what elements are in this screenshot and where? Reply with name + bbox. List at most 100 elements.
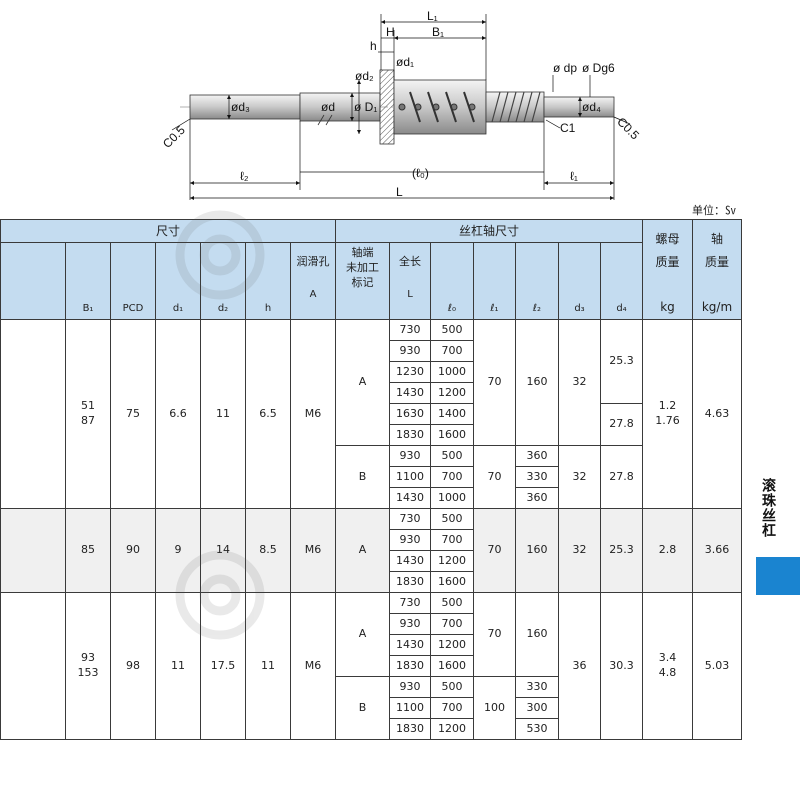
table-row: 1100 700 300: [1, 697, 742, 720]
cell-lube: M6: [290, 319, 336, 510]
table-row: 930 700: [1, 613, 742, 636]
cell-PCD: 90: [110, 508, 156, 594]
size-group-header: 尺寸: [0, 218, 336, 244]
cell-L: 1430: [389, 550, 431, 573]
table-row: 1630 1400 27.8: [1, 403, 742, 447]
dim-d2-label: ød₂: [355, 69, 374, 83]
cell-d3: 36: [558, 592, 601, 741]
table-row: 85 90 9 14 8.5 M6 A 730 500 70 160 32 25…: [0, 508, 742, 594]
cell-L: 1830: [389, 718, 431, 741]
cell-l2: 360: [515, 445, 559, 468]
cell-d4: 25.3: [600, 319, 643, 405]
cell-l0: 1600: [430, 424, 474, 447]
cell-L: 1630: [389, 403, 431, 426]
cell-L: 1430: [389, 634, 431, 657]
dim-d4-label: ød₄: [582, 100, 601, 114]
cell-l0: 700: [430, 697, 474, 720]
cell-l0: 500: [430, 445, 474, 468]
cell-L: 930: [389, 676, 431, 699]
cell-d3: 32: [558, 319, 601, 447]
table-row: 1430 1200: [1, 382, 742, 405]
model-cell: [0, 319, 66, 510]
table-row: 1430 1200: [1, 550, 742, 573]
blank-header: [0, 242, 66, 321]
cell-d4: 27.8: [600, 403, 643, 447]
col-d4-header: d₄: [600, 242, 643, 321]
col-h-header: h: [245, 242, 291, 321]
cell-d2: 17.5: [200, 592, 246, 741]
cell-d4: 27.8: [600, 445, 643, 510]
cell-l0: 700: [430, 613, 474, 636]
col-d1-header: d₁: [155, 242, 201, 321]
cell-l0: 1000: [430, 487, 474, 510]
cell-L: 1100: [389, 697, 431, 720]
dim-L1-label: L₁: [427, 9, 438, 23]
cell-l1: 70: [473, 508, 516, 594]
cell-L: 1830: [389, 424, 431, 447]
cell-l2: 300: [515, 697, 559, 720]
cell-d4: 30.3: [600, 592, 643, 741]
col-d3-header: d₃: [558, 242, 601, 321]
cell-l2: 360: [515, 487, 559, 510]
cell-lube: M6: [290, 508, 336, 594]
table-row: 1830 1600: [1, 571, 742, 594]
table-row: 1100 700 330: [1, 466, 742, 489]
left-shaft-body: [299, 92, 381, 122]
cell-d2: 14: [200, 508, 246, 594]
cell-l1: 70: [473, 319, 516, 447]
dim-d3-label: ød₃: [231, 100, 250, 114]
table-row: B 930 500 100 330: [1, 676, 742, 741]
cell-d1: 9: [155, 508, 201, 594]
col-l1-header: ℓ₁: [473, 242, 516, 321]
model-cell: [0, 592, 66, 741]
cell-L: 1830: [389, 571, 431, 594]
cell-l0: 500: [430, 592, 474, 615]
table-row: 1830 1600: [1, 655, 742, 678]
cell-h: 11: [245, 592, 291, 741]
ball-screw-drawing: L₁ H B₁ h ød₁ ød₂ ød₃ ød ø D₁ ø dp ø Dg6…: [160, 9, 642, 201]
cell-l0: 1200: [430, 550, 474, 573]
dim-B1-label: B₁: [432, 25, 444, 39]
cell-B1: 85: [65, 508, 111, 594]
cell-d3: 32: [558, 508, 601, 594]
table-row: 51 87 75 6.6 11 6.5 M6 A 730 500 70 160 …: [0, 319, 742, 510]
cell-l0: 1000: [430, 361, 474, 384]
col-l2-header: ℓ₂: [515, 242, 559, 321]
dim-dp-label: ø dp: [553, 61, 577, 75]
model-cell: [0, 508, 66, 594]
cell-shaft-end: B: [335, 676, 390, 741]
unit-label: 单位：㏜: [692, 204, 736, 217]
table-row: 93 153 98 11 17.5 11 M6 A 730 500 70 160…: [0, 592, 742, 741]
cell-h: 8.5: [245, 508, 291, 594]
cell-l2: 160: [515, 508, 559, 594]
cell-l1: 70: [473, 445, 516, 510]
cell-l1: 70: [473, 592, 516, 678]
cell-l2: 330: [515, 466, 559, 489]
cell-l0: 1200: [430, 718, 474, 741]
cell-L: 930: [389, 529, 431, 552]
cell-h: 6.5: [245, 319, 291, 510]
cell-L: 730: [389, 319, 431, 342]
col-B1-header: B₁: [65, 242, 111, 321]
cell-L: 730: [389, 592, 431, 615]
cell-d1: 6.6: [155, 319, 201, 510]
cell-L: 930: [389, 613, 431, 636]
chamfer-c1-label: C1: [560, 121, 576, 135]
cell-L: 1430: [389, 487, 431, 510]
cell-L: 930: [389, 340, 431, 363]
dim-l2-label: ℓ₂: [240, 169, 249, 183]
cell-l0: 700: [430, 529, 474, 552]
col-PCD-header: PCD: [110, 242, 156, 321]
dim-Dg6-label: ø Dg6: [582, 61, 615, 75]
cell-l2: 330: [515, 676, 559, 699]
cell-L: 1230: [389, 361, 431, 384]
dim-l1-label: ℓ₁: [570, 169, 578, 183]
cell-shaft-end: B: [335, 445, 390, 510]
dim-D1-label: ø D₁: [354, 100, 377, 114]
cell-l2: 160: [515, 319, 559, 447]
